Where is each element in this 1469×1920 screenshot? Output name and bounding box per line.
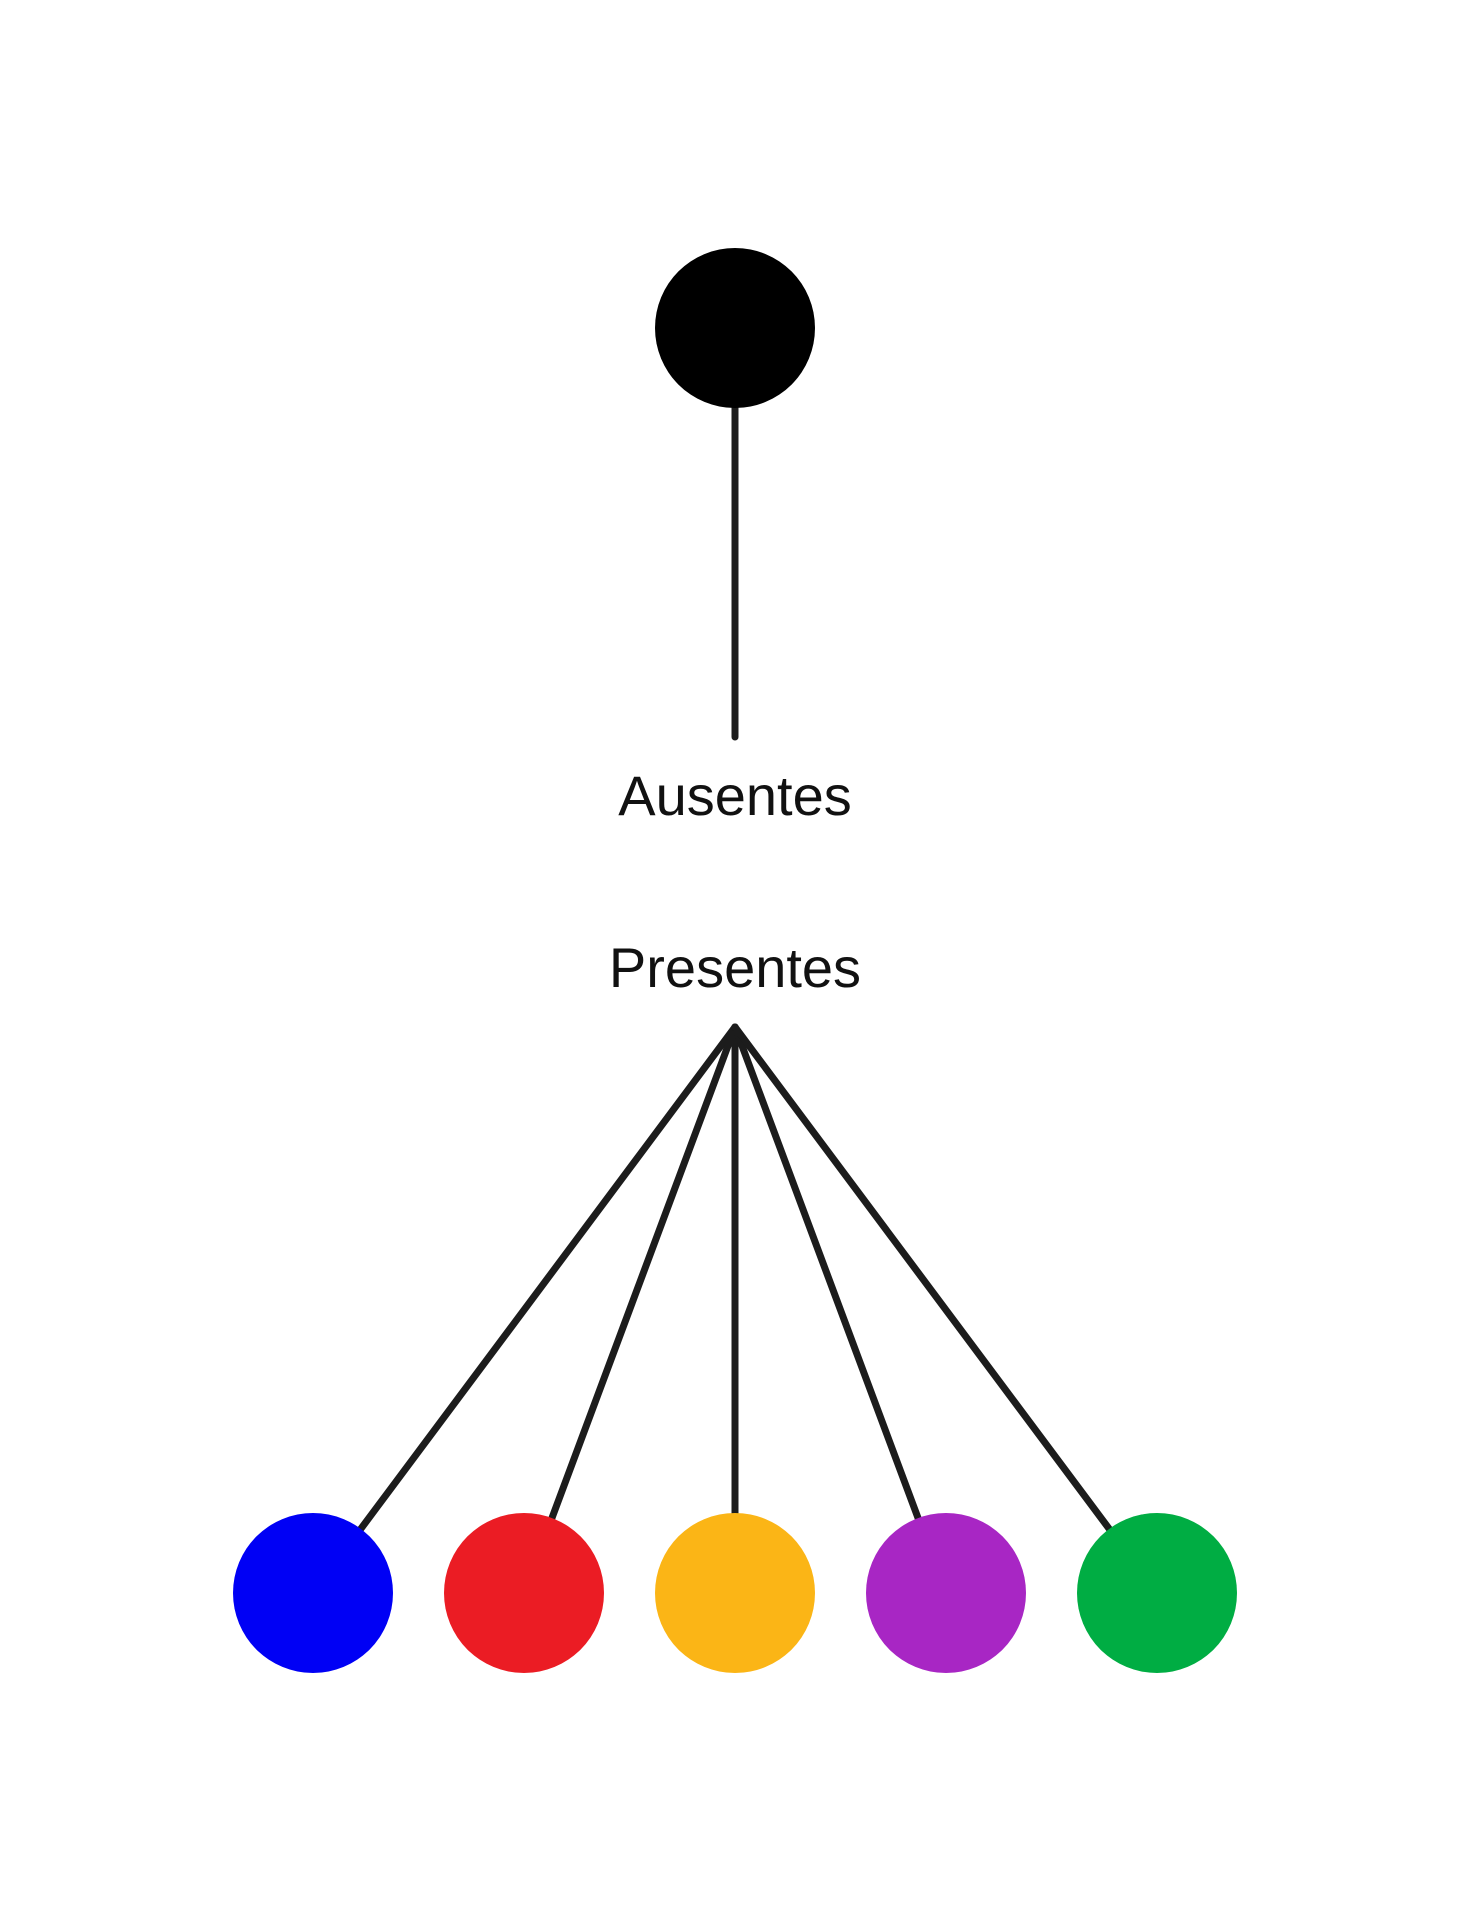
absent-group: Ausentes xyxy=(618,248,852,827)
present-nodes xyxy=(233,1513,1237,1673)
present-label: Presentes xyxy=(609,936,861,999)
present-connector-lines xyxy=(309,1023,1161,1597)
present-connector-line-blue xyxy=(309,1023,739,1597)
present-connector-line-purple xyxy=(731,1023,950,1597)
present-node-green xyxy=(1077,1513,1237,1673)
present-connector-line-red xyxy=(520,1023,739,1597)
absent-node-black xyxy=(655,248,815,408)
present-connector-line-green xyxy=(731,1023,1161,1597)
present-node-red xyxy=(444,1513,604,1673)
present-group: Presentes xyxy=(233,936,1237,1673)
present-node-blue xyxy=(233,1513,393,1673)
absent-label: Ausentes xyxy=(618,764,852,827)
present-node-purple xyxy=(866,1513,1026,1673)
present-node-yellow xyxy=(655,1513,815,1673)
